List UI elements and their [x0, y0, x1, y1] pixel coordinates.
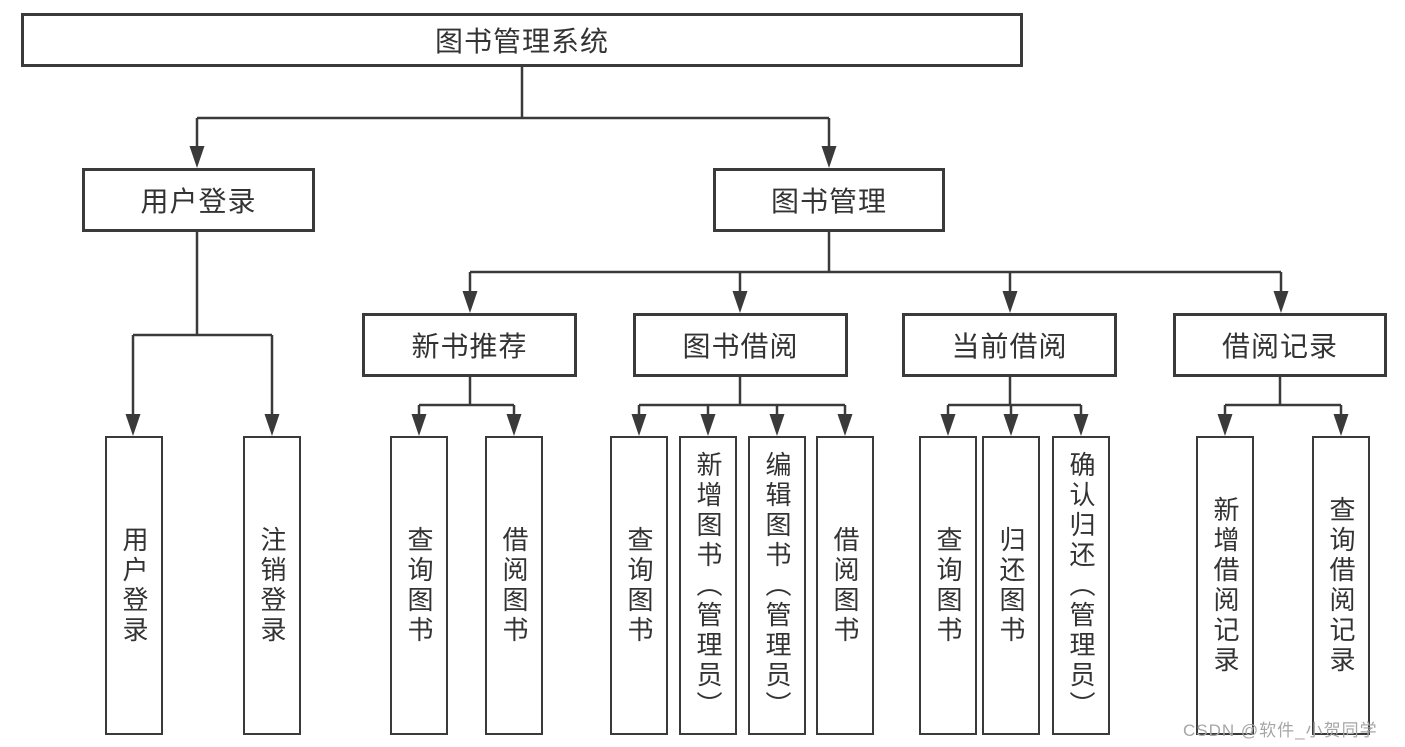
arrowhead [264, 414, 280, 436]
edge-user-login-to-leaves [125, 232, 280, 436]
arrowhead [125, 414, 141, 436]
node-borrowing-records: 借阅记录 [1173, 313, 1387, 377]
arrowhead [700, 414, 716, 436]
arrowhead [462, 291, 478, 313]
node-new-book-recommend: 新书推荐 [362, 313, 577, 377]
arrowhead [837, 414, 853, 436]
arrowhead [189, 146, 205, 168]
watermark-text: CSDN @软件_小贺同学 [1183, 721, 1378, 740]
edge-recommend-to-leaves [411, 377, 522, 436]
edge-records-to-leaves [1217, 377, 1349, 436]
leaf-borrowing-add-books-admin: 新增图书（管理员） [679, 436, 737, 735]
leaf-records-query-record: 查询借阅记录 [1312, 436, 1370, 735]
leaf-current-confirm-return-admin: 确认归还（管理员） [1052, 436, 1110, 735]
arrowhead [1217, 414, 1233, 436]
node-current-borrowing: 当前借阅 [902, 313, 1117, 377]
arrowhead [1003, 414, 1019, 436]
edge-root-to-level2 [189, 67, 837, 168]
leaf-logout-login: 注销登录 [243, 436, 301, 735]
arrowhead [631, 414, 647, 436]
arrowhead [732, 291, 748, 313]
leaf-borrowing-borrow-books: 借阅图书 [816, 436, 874, 735]
arrowhead [1073, 414, 1089, 436]
node-library-system: 图书管理系统 [21, 13, 1023, 67]
leaf-borrowing-query-books: 查询图书 [610, 436, 668, 735]
arrowhead [411, 414, 427, 436]
leaf-recommend-query-books: 查询图书 [390, 436, 448, 735]
arrowhead [769, 414, 785, 436]
leaf-records-add-record: 新增借阅记录 [1196, 436, 1254, 735]
arrowhead [821, 146, 837, 168]
arrowhead [1273, 291, 1289, 313]
arrowhead [1002, 291, 1018, 313]
node-user-login: 用户登录 [82, 168, 315, 232]
leaf-borrowing-edit-books-admin: 编辑图书（管理员） [748, 436, 806, 735]
arrowhead [506, 414, 522, 436]
leaf-current-return-books: 归还图书 [982, 436, 1040, 735]
leaf-current-query-books: 查询图书 [919, 436, 977, 735]
arrowhead [1333, 414, 1349, 436]
leaf-user-login: 用户登录 [105, 436, 163, 735]
edge-book-management-to-level3 [462, 232, 1289, 313]
node-book-management: 图书管理 [713, 168, 945, 232]
edge-current-to-leaves [940, 377, 1089, 436]
leaf-recommend-borrow-books: 借阅图书 [485, 436, 543, 735]
arrowhead [940, 414, 956, 436]
node-book-borrowing: 图书借阅 [633, 313, 848, 377]
edge-borrowing-to-leaves [631, 377, 853, 436]
